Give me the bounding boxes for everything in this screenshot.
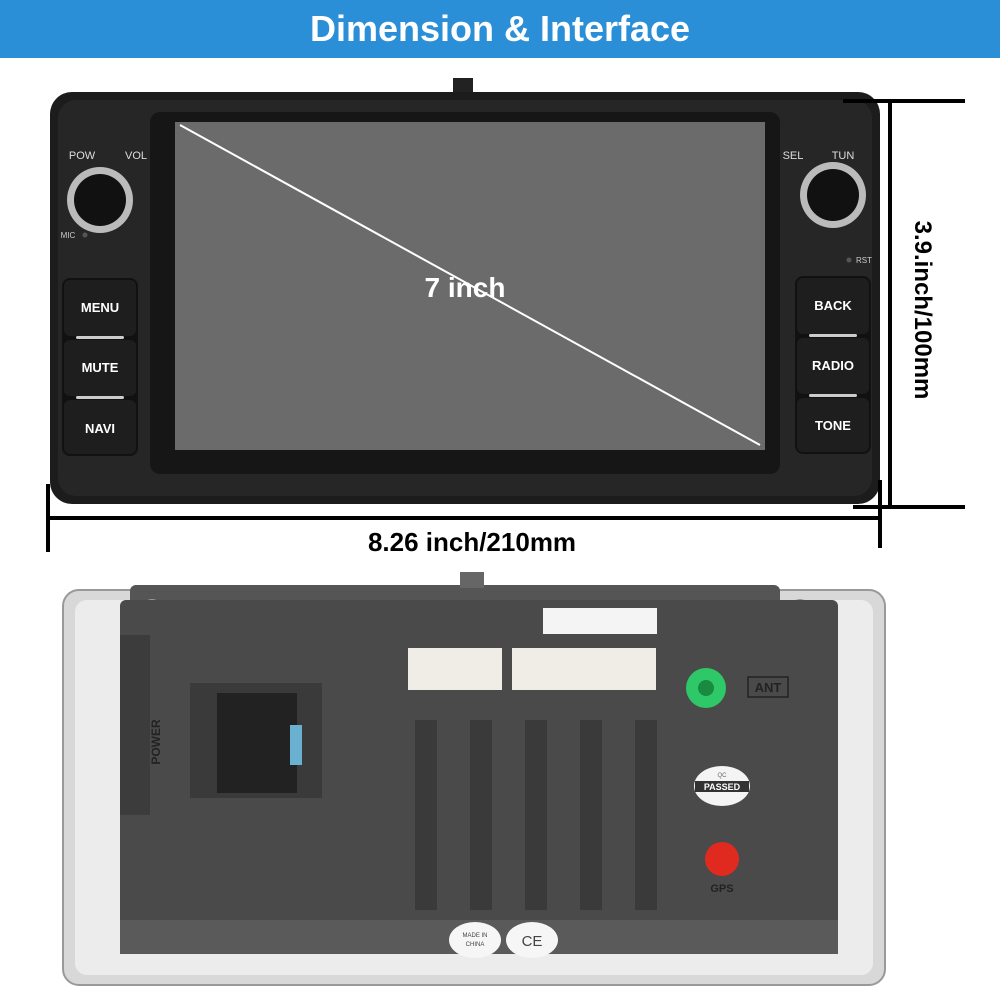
page-title: Dimension & Interface — [0, 0, 1000, 58]
mute-button[interactable]: MUTE — [64, 340, 136, 396]
screen-size-label: 7 inch — [425, 272, 506, 303]
svg-text:TONE: TONE — [815, 418, 851, 433]
navi-button[interactable]: NAVI — [64, 400, 136, 454]
gps-label: GPS — [710, 883, 733, 895]
svg-text:QC: QC — [718, 773, 728, 779]
width-label: 8.26 inch/210mm — [368, 527, 576, 557]
ce-sticker — [506, 922, 558, 958]
back-button[interactable]: BACK — [797, 278, 869, 334]
svg-text:MUTE: MUTE — [82, 360, 119, 375]
gps-button — [705, 842, 739, 876]
qc-passed-label: PASSED — [704, 782, 741, 792]
menu-button[interactable]: MENU — [64, 280, 136, 336]
mic-hole — [82, 232, 88, 238]
connector-port — [408, 648, 502, 690]
power-label: POWER — [149, 719, 163, 765]
width-dimension — [46, 480, 882, 552]
made-in-china-sticker — [449, 922, 501, 958]
svg-text:BACK: BACK — [814, 298, 852, 313]
height-label: 3.9.inch/100mm — [909, 221, 936, 400]
svg-text:MENU: MENU — [81, 300, 119, 315]
svg-text:CHINA: CHINA — [466, 942, 485, 948]
ant-label: ANT — [755, 680, 782, 695]
vol-label: VOL — [125, 150, 147, 162]
sel-label: SEL — [783, 150, 804, 162]
height-dimension — [843, 99, 965, 509]
pow-label: POW — [69, 150, 96, 162]
front-unit: 7 inch POW VOL SEL TUN MIC RST MENU MUTE… — [50, 78, 880, 504]
back-unit: ANT POWER QC PASSED GPS MADE IN CHINA CE — [62, 572, 886, 986]
mic-label: MIC — [61, 231, 76, 240]
diagonal-line — [179, 124, 761, 446]
radio-button[interactable]: RADIO — [797, 338, 869, 394]
svg-text:MADE IN: MADE IN — [462, 933, 487, 939]
reset-hole[interactable] — [846, 257, 852, 263]
ce-label: CE — [522, 933, 543, 950]
connector-port — [512, 648, 656, 690]
svg-text:NAVI: NAVI — [85, 421, 115, 436]
svg-text:RADIO: RADIO — [812, 358, 854, 373]
rst-label: RST — [856, 256, 872, 265]
tone-button[interactable]: TONE — [797, 398, 869, 452]
power-connector — [217, 693, 297, 793]
tun-label: TUN — [832, 150, 855, 162]
